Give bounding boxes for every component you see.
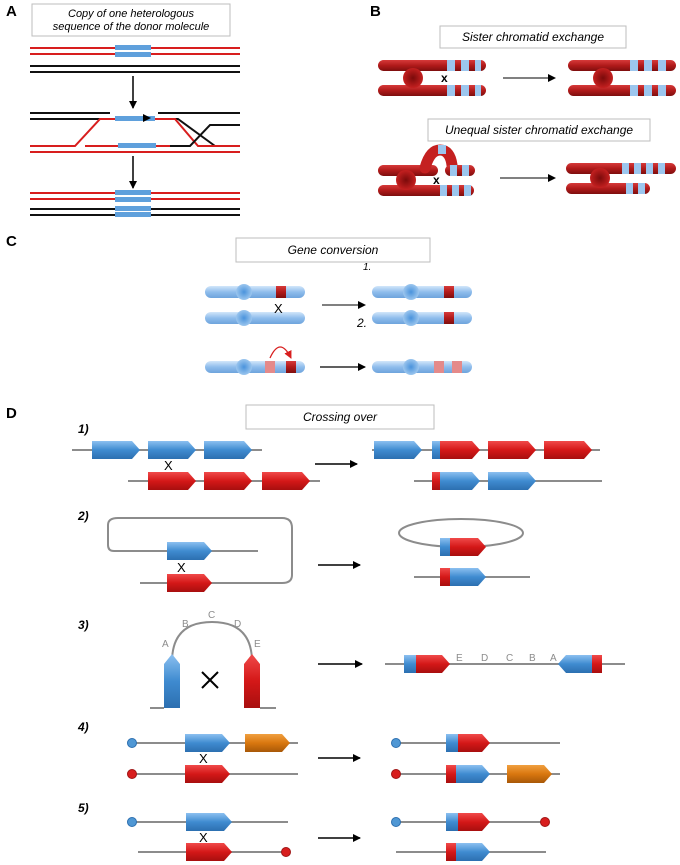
panel-a-title-line1: Copy of one heterologous [68,8,194,20]
panel-b-title2-box [427,118,651,142]
chromosome-sce-after [568,60,676,96]
panel-b-title2: Unequal sister chromatid exchange [445,123,633,137]
gc-intrachromatid-after [372,359,472,375]
panel-a-letter: A [6,3,17,20]
case-1-cross: X [164,458,173,473]
panel-a: A Copy of one heterologous sequence of t… [6,3,240,217]
case-4-after [391,734,560,783]
usce-cross-mark: x [433,173,440,187]
case-4-cross: X [199,751,208,766]
chromosome-usce-after [566,163,676,194]
case-3-before [150,620,276,709]
case-5-before [127,813,291,861]
case-2-label: 2) [77,509,89,523]
case-1-before [72,441,320,490]
case-3-seg-d-right: D [481,653,488,664]
result-duplexes [30,190,240,217]
panel-d-title: Crossing over [303,410,378,424]
gc-cross-mark: X [274,301,283,316]
panel-b-letter: B [370,3,381,20]
case-3-seg-a-left: A [162,639,169,650]
case-4-label: 4) [77,720,89,734]
panel-b-title1: Sister chromatid exchange [462,30,604,44]
panel-a-title-box [31,3,231,37]
case-5-cross: X [199,830,208,845]
case-3-seg-d-left: D [234,619,241,630]
heteroduplex [30,112,240,153]
panel-c-title-box [235,237,431,263]
chromosome-usce-before [378,144,475,196]
case-3-seg-c-right: C [506,653,513,664]
panel-d-letter: D [6,405,17,422]
chromosome-sce-before [378,60,486,96]
case-3-seg-b-right: B [529,653,536,664]
gc-chromatids-after [372,284,472,326]
case-3-seg-e-left: E [254,639,261,650]
case-2-after [398,518,530,586]
panel-c: C Gene conversion 1. X 2. [6,233,472,375]
donor-duplex-top [30,45,240,73]
case-3-label: 3) [78,618,89,632]
case-3-seg-c-left: C [208,610,215,621]
sce-cross-mark: x [441,71,448,85]
gc-chromatids-before [205,284,305,326]
gc-intrachromatid-before [205,346,305,375]
panel-d-title-box [245,404,435,430]
case-3-seg-b-left: B [182,619,189,630]
panel-b-title1-box [439,25,627,49]
gc-step-1: 1. [363,262,371,273]
panel-c-title: Gene conversion [288,243,379,257]
case-2-cross: X [177,560,186,575]
case-1-after [372,441,602,490]
case-3-seg-e-right: E [456,653,463,664]
case-3-seg-a-right: A [550,653,557,664]
case-5-label: 5) [78,801,89,815]
panel-a-title-line2: sequence of the donor molecule [53,21,210,33]
case-5-after [391,813,550,861]
case-1-label: 1) [78,422,89,436]
case-4-before [127,734,298,783]
gc-step-2: 2. [356,316,367,330]
panel-c-letter: C [6,233,17,250]
panel-d: D Crossing over 1) X [6,404,625,861]
case-3-after [385,655,625,673]
case-2-before [107,517,293,592]
panel-b: B Sister chromatid exchange x [370,3,676,196]
